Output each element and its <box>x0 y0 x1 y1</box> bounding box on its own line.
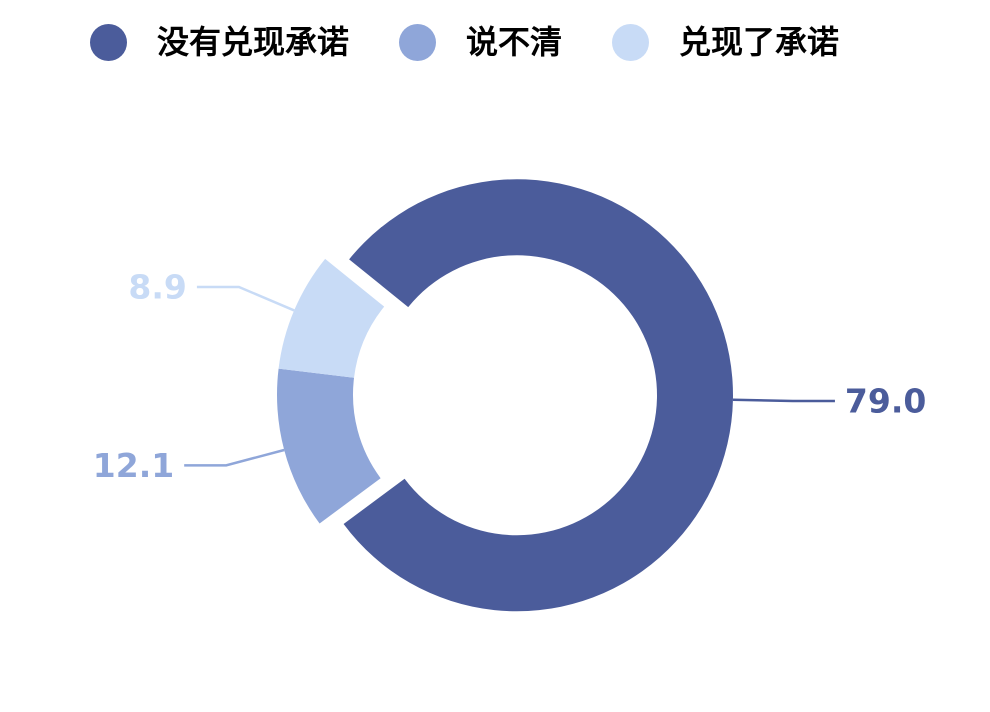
legend-item-not-fulfilled: 没有兑现承诺 <box>90 24 349 61</box>
label-line-0 <box>732 398 835 403</box>
legend-swatch-fulfilled-icon <box>612 24 650 61</box>
donut-slice-0 <box>343 179 733 612</box>
label-line-1 <box>184 448 285 467</box>
legend-item-fulfilled: 兑现了承诺 <box>612 24 839 61</box>
value-label-unclear: 12.1 <box>93 446 174 485</box>
donut-slice-2 <box>278 258 385 378</box>
legend-swatch-not-fulfilled-icon <box>90 24 127 61</box>
legend-item-unclear: 说不清 <box>399 24 562 61</box>
value-label-fulfilled: 8.9 <box>128 268 186 307</box>
legend-label-not-fulfilled: 没有兑现承诺 <box>157 23 350 61</box>
legend-label-unclear: 说不清 <box>466 23 563 61</box>
chart-legend: 没有兑现承诺 说不清 兑现了承诺 <box>90 24 839 61</box>
legend-label-fulfilled: 兑现了承诺 <box>679 23 840 61</box>
value-label-majority: 79.0 <box>845 382 926 421</box>
donut-slice-1 <box>276 368 381 524</box>
legend-swatch-unclear-icon <box>399 24 437 61</box>
label-line-2 <box>196 285 295 312</box>
